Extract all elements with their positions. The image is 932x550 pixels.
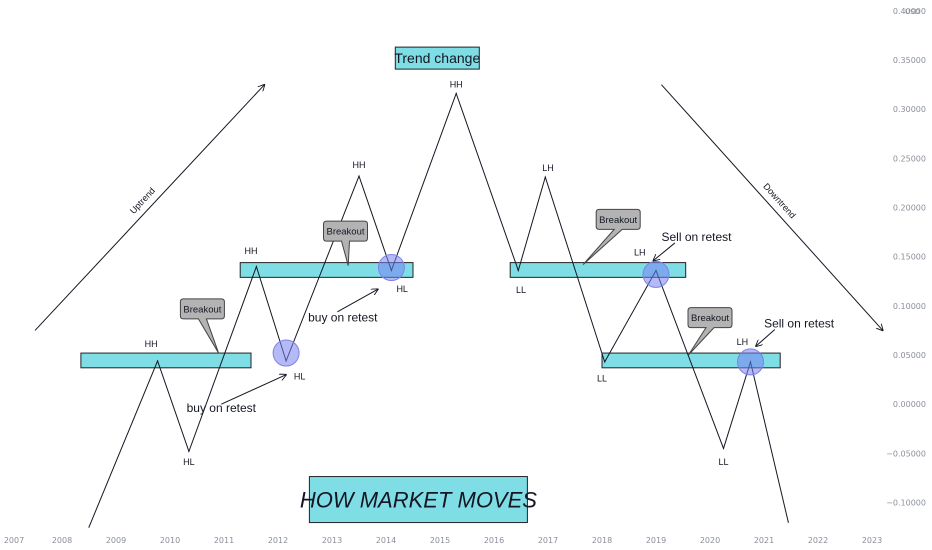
x-tick-label-2008: 2008	[52, 536, 72, 545]
retest-note-15: buy on retest	[308, 311, 378, 325]
retest-note-17: Sell on retest	[764, 316, 835, 330]
uptrend-label: Uptrend	[128, 186, 157, 216]
x-tick-label-2007: 2007	[4, 536, 24, 545]
x-tick-label-2017: 2017	[538, 536, 558, 545]
x-tick-label-2015: 2015	[430, 536, 450, 545]
swing-label-3: HH	[245, 246, 258, 256]
swing-label-5: HH	[353, 160, 366, 170]
y-tick-label-5: 0.20000	[893, 204, 926, 213]
breakout-callout-1	[179, 298, 225, 354]
sr-zone-3	[509, 262, 687, 278]
swing-label-4: HL	[294, 372, 306, 382]
sr-zone-4	[601, 352, 781, 369]
retest-circle-2	[377, 254, 405, 282]
y-tick-label-7: 0.10000	[893, 302, 926, 311]
currency-label: USD	[905, 8, 920, 16]
swing-label-11: LL	[597, 374, 607, 384]
price-point-4	[255, 265, 257, 268]
retest-arrow-4	[756, 329, 776, 346]
x-tick-label-2019: 2019	[646, 536, 666, 545]
y-tick-label-9: 0.00000	[893, 400, 926, 409]
y-tick-label-2: 0.35000	[893, 56, 926, 65]
swing-label-10: LH	[634, 248, 646, 258]
price-point-3	[188, 450, 190, 452]
sr-zone-2	[239, 262, 414, 278]
x-tick-label-2023: 2023	[862, 536, 882, 545]
breakout-callout-2	[323, 220, 368, 266]
retest-arrow-3	[653, 242, 676, 261]
breakout-callout-label-2: Breakout	[326, 227, 364, 238]
headline-box	[308, 476, 528, 524]
breakout-callout-3	[582, 208, 641, 265]
swing-label-13: LL	[718, 457, 728, 467]
trend-change-box	[394, 46, 480, 70]
retest-arrow-2	[337, 289, 378, 313]
x-tick-label-2012: 2012	[268, 536, 288, 545]
price-point-8	[455, 92, 457, 95]
price-point-15	[787, 521, 789, 523]
y-tick-label-6: 0.15000	[893, 253, 926, 262]
downtrend-line	[661, 84, 882, 331]
chart-title: HOW MARKET MOVES	[300, 488, 537, 513]
swing-label-2: HL	[183, 457, 195, 467]
price-point-13	[722, 447, 725, 450]
breakout-callout-label-3: Breakout	[599, 215, 637, 226]
x-tick-label-2016: 2016	[484, 536, 504, 545]
swing-label-6: HL	[396, 284, 408, 294]
swing-label-8: LL	[516, 285, 526, 295]
x-tick-label-2011: 2011	[214, 536, 234, 545]
price-point-1	[88, 526, 90, 528]
retest-note-14: buy on retest	[187, 401, 257, 415]
price-point-10	[544, 176, 546, 178]
x-tick-label-2013: 2013	[322, 536, 342, 545]
x-tick-label-2018: 2018	[592, 536, 612, 545]
swing-label-7: HH	[450, 80, 463, 90]
price-point-9	[517, 269, 519, 272]
y-tick-label-4: 0.25000	[893, 154, 926, 163]
price-point-2	[156, 360, 159, 362]
y-tick-label-1: 0.40000	[893, 7, 926, 16]
trend-change-label: Trend change	[394, 50, 480, 66]
breakout-callout-4	[687, 307, 733, 356]
breakout-callout-label-4: Breakout	[691, 313, 729, 324]
y-tick-label-11: −0.10000	[886, 499, 926, 508]
x-tick-label-2020: 2020	[700, 536, 720, 545]
breakout-callout-label-1: Breakout	[183, 304, 221, 315]
x-tick-label-2009: 2009	[106, 536, 126, 545]
swing-label-12: LH	[737, 337, 749, 347]
price-point-6	[358, 175, 360, 177]
x-tick-label-2021: 2021	[754, 536, 774, 545]
retest-circle-1	[272, 339, 300, 367]
y-tick-label-3: 0.30000	[893, 105, 926, 114]
x-tick-label-2022: 2022	[808, 536, 828, 545]
swing-label-1: HH	[145, 339, 158, 349]
retest-circle-4	[737, 348, 764, 376]
price-point-11	[604, 361, 606, 363]
sr-zone-1	[80, 352, 252, 369]
x-tick-label-2014: 2014	[376, 536, 396, 545]
y-tick-label-8: 0.05000	[893, 351, 926, 360]
y-tick-label-10: −0.05000	[886, 449, 926, 458]
uptrend-line	[34, 85, 265, 331]
retest-note-16: Sell on retest	[661, 230, 732, 244]
retest-arrow-1	[221, 375, 286, 405]
x-tick-label-2010: 2010	[160, 536, 180, 545]
retest-circle-3	[642, 260, 670, 288]
swing-label-9: LH	[542, 163, 554, 173]
